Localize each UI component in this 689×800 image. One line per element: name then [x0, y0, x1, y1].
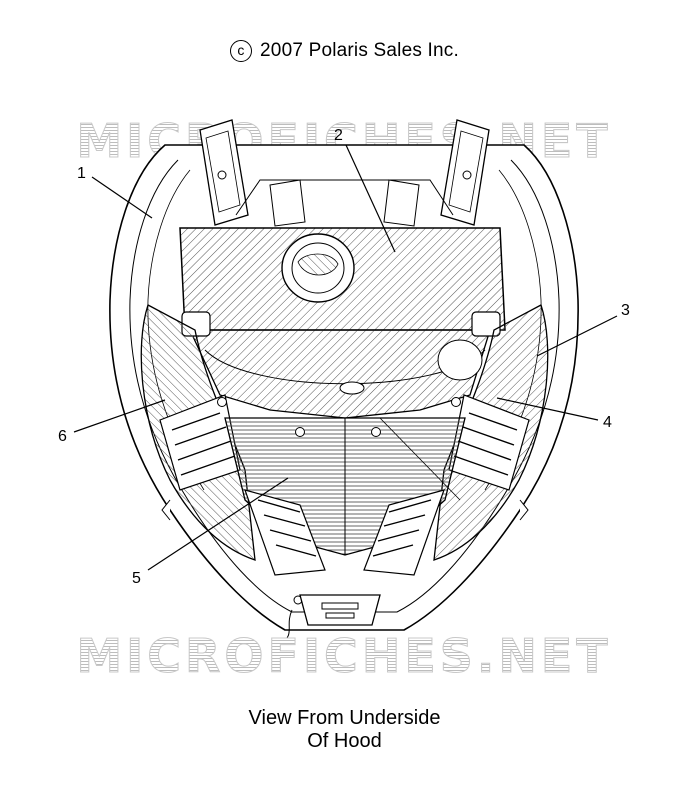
callout-1: 1 [77, 165, 86, 182]
nose-bracket [299, 594, 381, 626]
callout-5: 5 [132, 570, 141, 587]
caption-line-2: Of Hood [307, 730, 382, 752]
callout-3: 3 [621, 302, 630, 319]
watermark-bottom: MICROFICHES.NET [76, 629, 611, 683]
copyright-symbol: c [230, 40, 253, 62]
copyright-notice: c 2007 Polaris Sales Inc. [0, 40, 689, 62]
callout-6: 6 [58, 428, 67, 445]
view-caption: View From Underside Of Hood [0, 707, 689, 753]
panel-lower-section [188, 329, 491, 419]
callout-2: 2 [334, 127, 343, 144]
callout-leaders [73, 144, 618, 571]
callout-4: 4 [603, 414, 612, 431]
caption-line-1: View From Underside [248, 707, 441, 729]
copyright-text: 2007 Polaris Sales Inc. [260, 40, 459, 61]
